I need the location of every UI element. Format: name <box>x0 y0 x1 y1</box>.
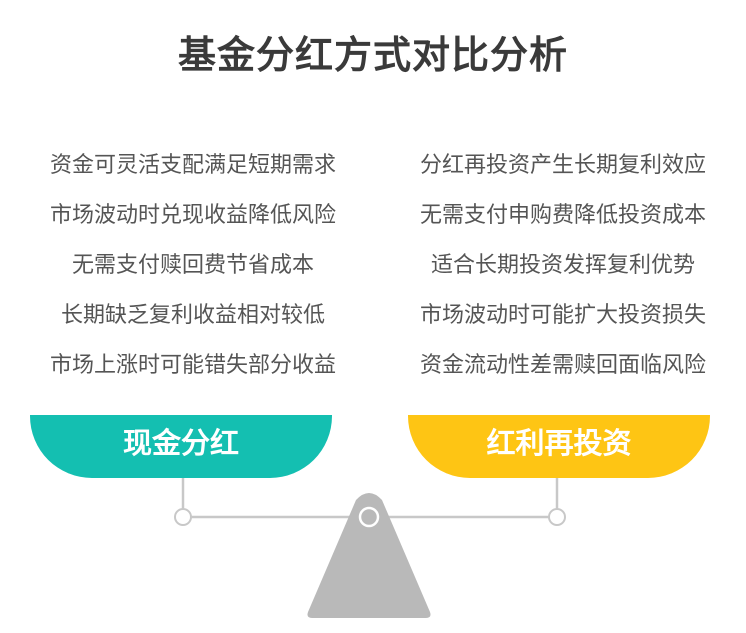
list-item: 资金流动性差需赎回面临风险 <box>419 353 706 378</box>
reinvestment-label: 红利再投资 <box>408 415 710 478</box>
list-item: 无需支付赎回费节省成本 <box>71 253 314 278</box>
cash-dividend-points: 资金可灵活支配满足短期需求 市场波动时兑现收益降低风险 无需支付赎回费节省成本 … <box>28 148 358 398</box>
reinvestment-points: 分红再投资产生长期复利效应 无需支付申购费降低投资成本 适合长期投资发挥复利优势… <box>398 148 728 398</box>
list-item: 分红再投资产生长期复利效应 <box>419 153 706 178</box>
list-item: 无需支付申购费降低投资成本 <box>419 203 706 228</box>
list-item: 市场波动时可能扩大投资损失 <box>419 303 706 328</box>
list-item: 长期缺乏复利收益相对较低 <box>60 303 325 328</box>
list-item: 市场波动时兑现收益降低风险 <box>49 203 336 228</box>
list-item: 资金可灵活支配满足短期需求 <box>49 153 336 178</box>
list-item: 市场上涨时可能错失部分收益 <box>49 353 336 378</box>
cash-dividend-label: 现金分红 <box>30 415 332 478</box>
page-title: 基金分红方式对比分析 <box>177 33 568 77</box>
list-item: 适合长期投资发挥复利优势 <box>430 253 695 278</box>
